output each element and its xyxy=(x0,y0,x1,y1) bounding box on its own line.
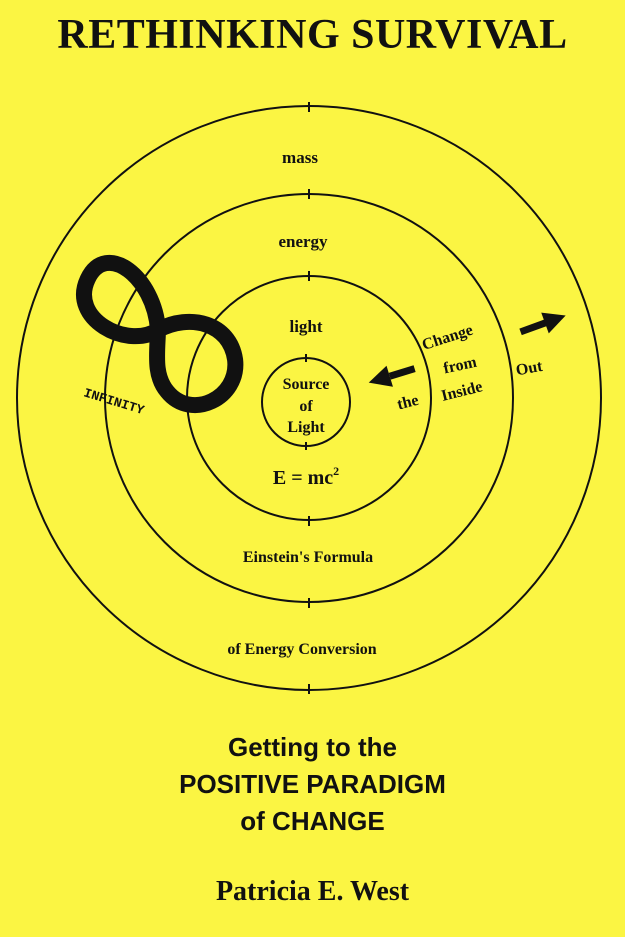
center-label-line-3: Light xyxy=(287,419,325,436)
center-label-line-2: of xyxy=(299,398,313,415)
arrow-left-icon xyxy=(368,365,416,387)
ring-label-light: light xyxy=(289,317,322,336)
change-word-out: Out xyxy=(515,358,545,379)
change-word-from: from xyxy=(442,354,479,378)
formula: E = mc2 xyxy=(273,464,339,489)
arrow-right-icon xyxy=(519,312,566,336)
subtitle-line-3: of CHANGE xyxy=(240,806,385,836)
ring-label-mass: mass xyxy=(282,148,318,167)
subtitle-line-2: POSITIVE PARADIGM xyxy=(179,769,446,799)
tick-marks xyxy=(305,102,310,694)
center-label-line-1: Source xyxy=(283,376,330,393)
author-name: Patricia E. West xyxy=(215,876,410,907)
formula-base: E = mc xyxy=(273,467,333,489)
subtitle-line-1: Getting to the xyxy=(228,732,397,762)
infinity-label: INFINITY xyxy=(82,385,146,418)
formula-caption: Einstein's Formula xyxy=(243,549,373,566)
conversion-caption: of Energy Conversion xyxy=(227,641,376,658)
ring-label-energy: energy xyxy=(278,232,328,251)
infinity-icon xyxy=(76,254,244,414)
book-title: RETHINKING SURVIVAL xyxy=(57,12,568,58)
change-word-change: Change xyxy=(420,322,475,354)
formula-exponent: 2 xyxy=(333,464,339,478)
change-word-the: the xyxy=(396,392,421,414)
change-word-inside: Inside xyxy=(440,378,485,405)
